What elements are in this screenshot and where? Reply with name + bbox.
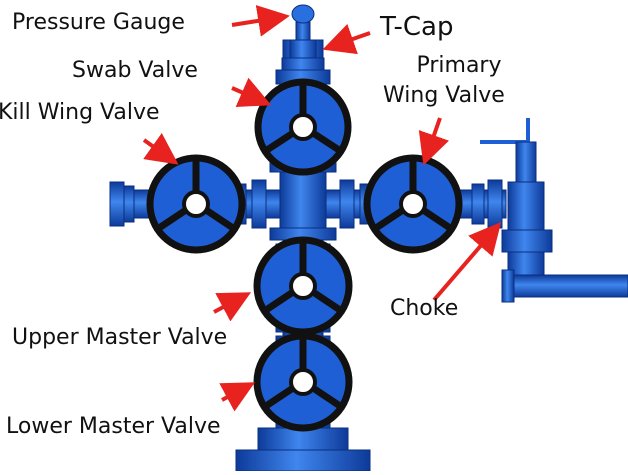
valve-handwheel-icon [254,78,352,176]
valve-handwheel-icon [146,154,246,254]
pressure-gauge-icon [291,4,315,45]
primary-wing-valve-label-line1: Primary [416,53,502,78]
choke-assembly [480,118,628,303]
swab-valve-label: Swab Valve [72,58,198,83]
valve-handwheel-icon [253,236,353,336]
t-cap-label: T-Cap [380,12,454,42]
choke-label: Choke [390,296,459,321]
primary-wing-valve-label-line2: Wing Valve [383,83,505,108]
red-arrow-icon [142,4,502,412]
pressure-gauge-label: Pressure Gauge [12,10,185,35]
valve-handwheel-icon [363,154,463,254]
upper-master-valve-label: Upper Master Valve [12,325,228,350]
valve-handwheel-icon [253,332,353,432]
kill-wing-valve-label: Kill Wing Valve [0,100,160,125]
lower-master-valve-label: Lower Master Valve [6,414,221,439]
